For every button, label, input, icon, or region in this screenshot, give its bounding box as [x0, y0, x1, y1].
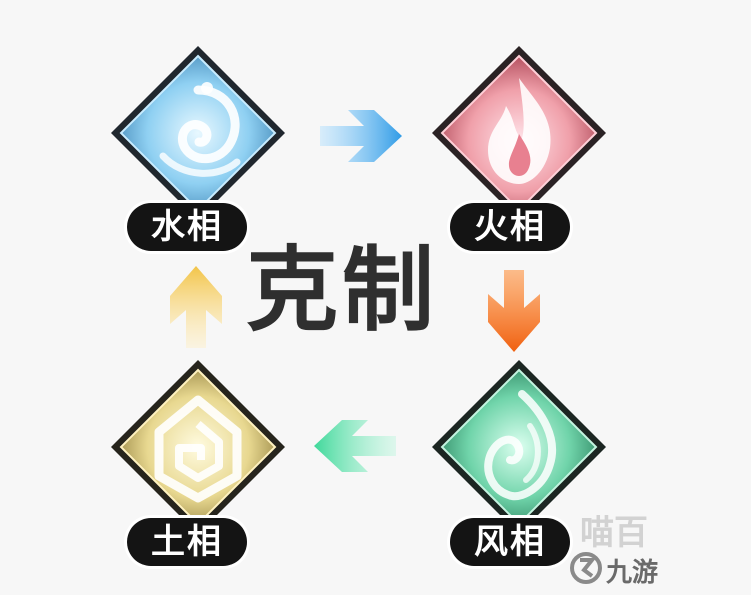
- counter-title: 克制: [246, 237, 439, 344]
- arrow-wind-to-earth: [314, 420, 396, 472]
- water-label: 水相: [127, 203, 247, 251]
- wind-flame-icon: [432, 360, 606, 534]
- flame-icon: [432, 46, 606, 220]
- arrow-fire-to-wind: [488, 270, 540, 352]
- earth-spiral-icon: [111, 360, 285, 534]
- earth-element: [103, 352, 293, 542]
- watermark-logo-icon: [570, 552, 602, 584]
- arrow-water-to-fire: [320, 110, 402, 162]
- fire-element: [424, 38, 614, 228]
- watermark-brand: 九游: [606, 558, 659, 588]
- wind-label: 风相: [450, 518, 570, 566]
- water-swirl-icon: [111, 46, 285, 220]
- wind-element: [424, 352, 614, 542]
- arrow-earth-to-water: [170, 266, 222, 348]
- watermark-text: 喵百: [580, 513, 648, 553]
- earth-label: 土相: [127, 518, 247, 566]
- water-element: [103, 38, 293, 228]
- fire-label: 火相: [450, 203, 570, 251]
